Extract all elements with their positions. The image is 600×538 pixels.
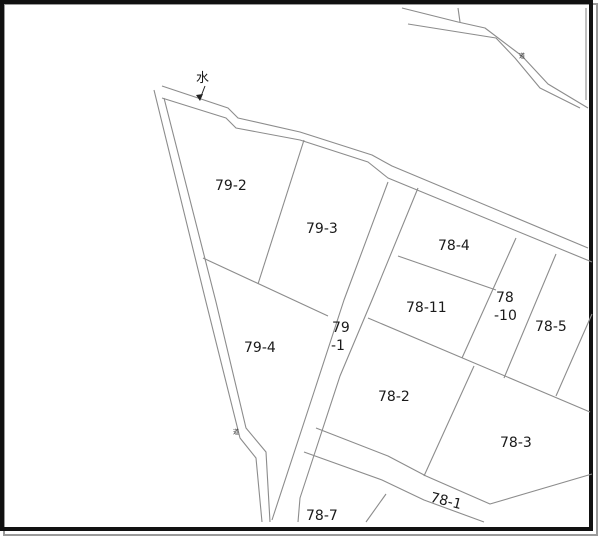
left-road-outer — [153, 89, 263, 523]
div-78-7-right — [365, 493, 387, 523]
strip-79-1-left — [271, 181, 389, 521]
road-mark-left: 道 — [233, 428, 239, 436]
road-top-right-inner — [407, 23, 581, 109]
parcel-label-79-4: 79-4 — [244, 340, 276, 356]
left-road-inner — [163, 97, 271, 523]
road-top-right-edge2 — [457, 7, 461, 23]
div-78-11-bottom — [367, 317, 591, 413]
parcel-label-78-11: 78-11 — [406, 300, 447, 316]
water-mark-arrowhead — [196, 94, 203, 101]
parcel-label-78-7: 78-7 — [306, 508, 338, 524]
map-border-shadow — [3, 3, 598, 536]
div-78-5-right — [555, 313, 593, 397]
parcel-label-78-1: 78-1 — [429, 490, 464, 513]
strip-78-1-upper — [315, 427, 593, 505]
parcel-label-79-1-line2: -1 — [331, 338, 345, 354]
div-78-4-bottom — [397, 255, 497, 291]
parcel-label-78-3: 78-3 — [500, 435, 532, 451]
strip-78-1-lower — [303, 451, 485, 523]
div-78-4-right — [461, 237, 517, 359]
channel-upper-edge — [161, 85, 589, 249]
div-79-2-79-3 — [257, 139, 305, 285]
div-78-10-right — [503, 253, 557, 379]
strip-79-1-right — [297, 187, 419, 523]
parcel-label-79-2: 79-2 — [215, 178, 247, 194]
parcel-boundaries — [153, 7, 593, 523]
parcel-label-79-3: 79-3 — [306, 221, 338, 237]
parcel-label-78-10-line2: -10 — [494, 308, 517, 324]
parcel-label-78-5: 78-5 — [535, 319, 567, 335]
map-border — [0, 0, 593, 531]
div-79-2-79-4 — [202, 257, 329, 317]
parcel-label-79-1-line1: 79 — [332, 320, 350, 336]
road-mark-top: 道 — [519, 52, 525, 60]
parcel-label-78-10-line1: 78 — [496, 290, 514, 306]
road-top-right-outer — [401, 7, 589, 109]
parcel-label-78-2: 78-2 — [378, 389, 410, 405]
parcel-label-78-4: 78-4 — [438, 238, 470, 254]
channel-lower-edge — [161, 97, 593, 263]
water-mark-label: 水 — [196, 71, 209, 86]
div-78-2-78-3 — [423, 365, 475, 477]
